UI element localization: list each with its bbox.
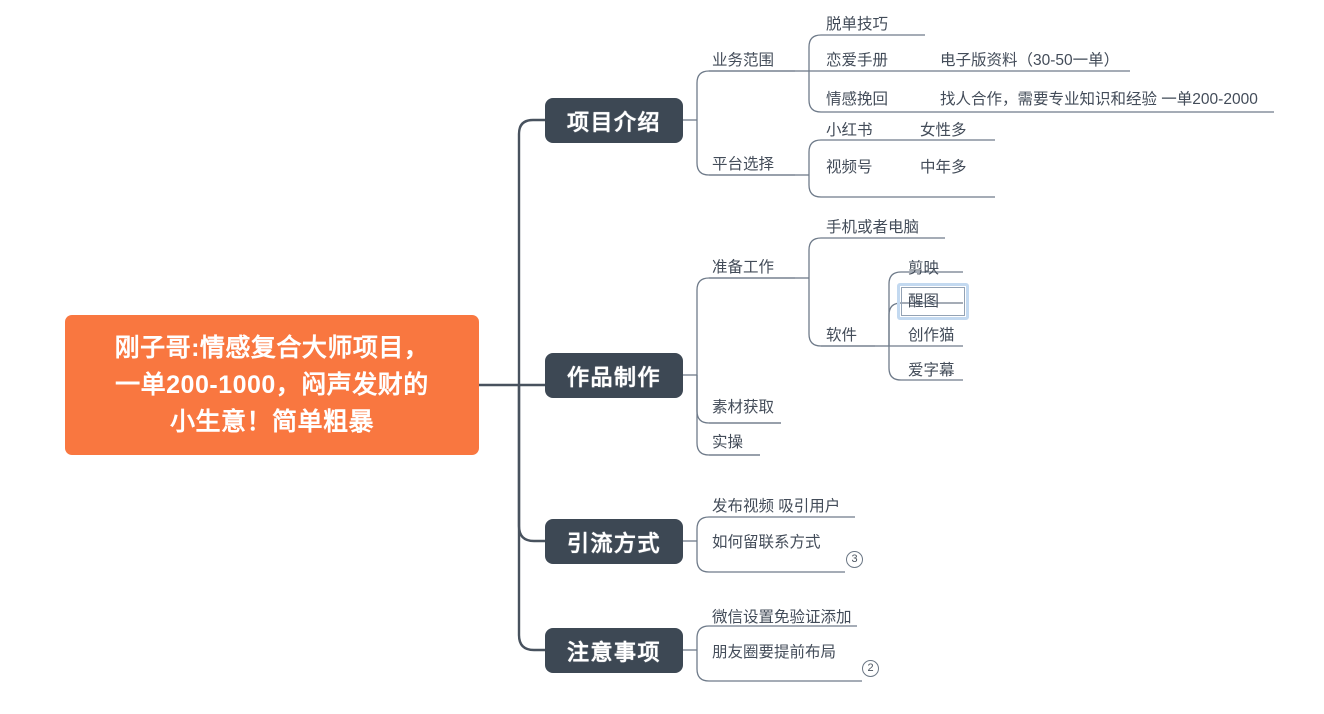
branch-node-precautions[interactable]: 注意事项 <box>545 628 683 673</box>
node-xiaohongshu-detail[interactable]: 女性多 <box>920 122 967 139</box>
node-love-handbook[interactable]: 恋爱手册 <box>826 52 889 69</box>
node-software[interactable]: 软件 <box>826 327 858 344</box>
branch-label: 引流方式 <box>566 530 661 556</box>
node-emotional-recovery[interactable]: 情感挽回 <box>826 91 889 108</box>
node-business-scope[interactable]: 业务范围 <box>712 52 775 69</box>
node-chuangzuomao[interactable]: 创作猫 <box>908 327 955 344</box>
branch-node-content-production[interactable]: 作品制作 <box>545 353 683 398</box>
branch-node-project-intro[interactable]: 项目介绍 <box>545 98 683 143</box>
node-shipinhao-detail[interactable]: 中年多 <box>920 159 967 176</box>
node-wechat-no-verify-add[interactable]: 微信设置免验证添加 <box>712 609 852 626</box>
root-node[interactable]: 刚子哥:情感复合大师项目， 一单200-1000，闷声发财的 小生意！简单粗暴 <box>65 315 479 455</box>
branch-label: 注意事项 <box>566 639 661 665</box>
node-platform-choice[interactable]: 平台选择 <box>712 156 775 173</box>
node-single-tips[interactable]: 脱单技巧 <box>826 16 889 33</box>
branch-label: 作品制作 <box>566 364 661 390</box>
node-material-sourcing[interactable]: 素材获取 <box>712 399 775 416</box>
node-emotional-recovery-detail[interactable]: 找人合作，需要专业知识和经验 一单200-2000 <box>940 91 1258 108</box>
node-jianying[interactable]: 剪映 <box>908 260 940 277</box>
branch-label: 项目介绍 <box>566 109 661 135</box>
node-publish-video-attract-users[interactable]: 发布视频 吸引用户 <box>712 498 841 515</box>
branch-node-traffic-method[interactable]: 引流方式 <box>545 519 683 564</box>
root-node-label: 刚子哥:情感复合大师项目， 一单200-1000，闷声发财的 小生意！简单粗暴 <box>114 333 430 436</box>
node-aizimu[interactable]: 爱字幕 <box>908 362 955 379</box>
badge-count-2: 2 <box>862 660 879 677</box>
node-love-handbook-detail[interactable]: 电子版资料（30-50一单） <box>940 52 1120 69</box>
node-practice[interactable]: 实操 <box>712 434 744 451</box>
badge-count-3: 3 <box>846 551 863 568</box>
node-xiaohongshu[interactable]: 小红书 <box>826 122 873 139</box>
node-preparation[interactable]: 准备工作 <box>712 259 775 276</box>
node-moments-layout-ahead[interactable]: 朋友圈要提前布局 <box>712 644 837 661</box>
node-phone-or-computer[interactable]: 手机或者电脑 <box>826 219 920 236</box>
node-shipinhao[interactable]: 视频号 <box>826 159 873 176</box>
node-how-to-leave-contact[interactable]: 如何留联系方式 <box>712 534 821 551</box>
selection-highlight-outer <box>897 283 969 320</box>
selection-highlight-inner <box>901 287 965 316</box>
node-xingtu[interactable]: 醒图 <box>908 293 940 310</box>
